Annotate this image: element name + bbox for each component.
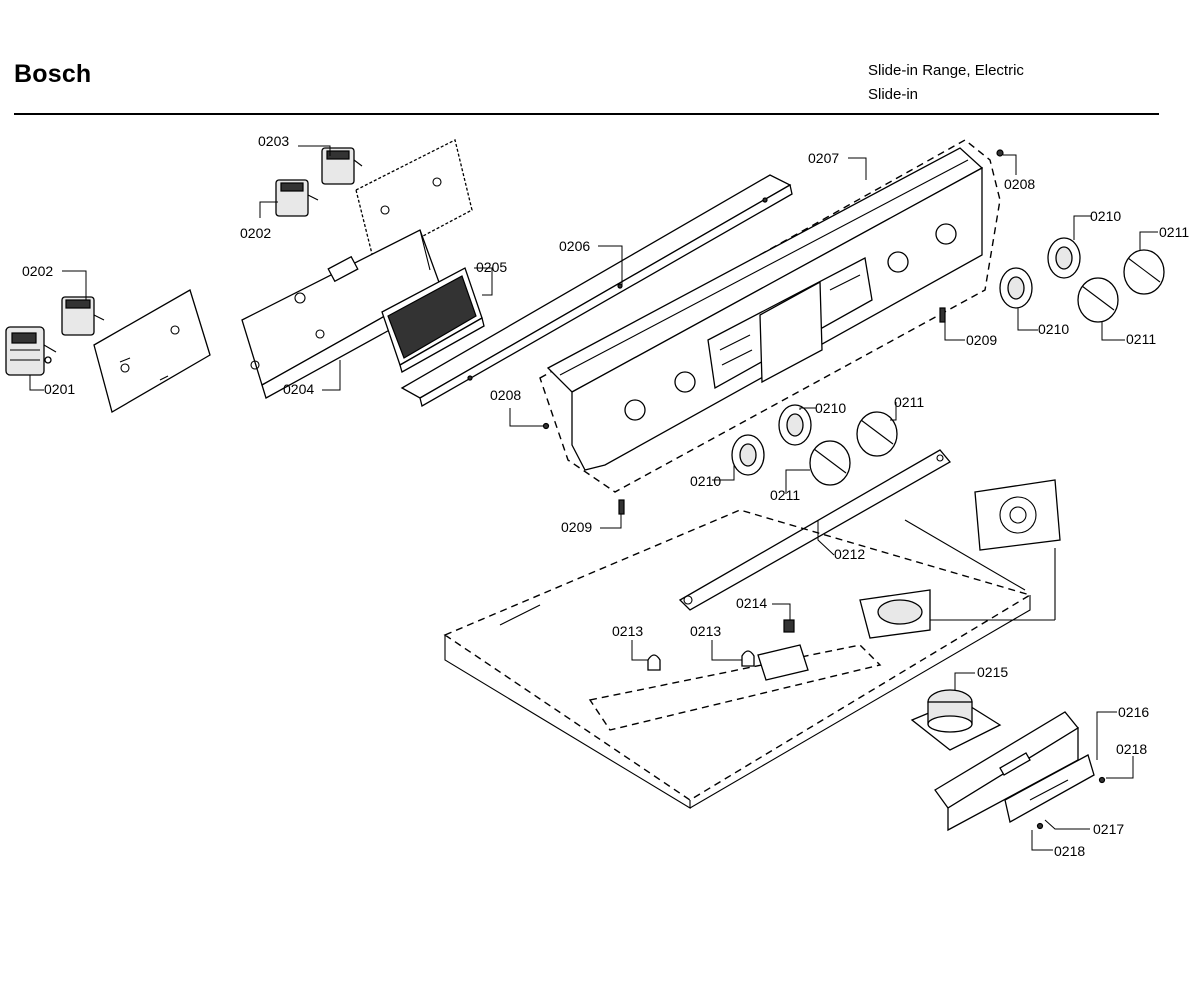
- bracket-plate-upper: [355, 139, 473, 263]
- product-type: Slide-in Range, Electric: [868, 62, 1024, 79]
- part-0211-knob-center-lower[interactable]: [809, 440, 851, 486]
- callout-0211-center-upper[interactable]: 0211: [894, 394, 924, 410]
- callout-0203[interactable]: 0203: [258, 133, 289, 149]
- callout-0208-right[interactable]: 0208: [1004, 176, 1035, 192]
- callout-0211-right-upper[interactable]: 0211: [1159, 224, 1189, 240]
- part-0206-trim-strip[interactable]: [400, 174, 793, 407]
- part-0202-switch-left[interactable]: [61, 296, 105, 336]
- callout-0218-right[interactable]: 0218: [1116, 741, 1147, 757]
- brand-title: Bosch: [14, 60, 92, 88]
- part-0218-screw-left[interactable]: [1036, 822, 1044, 830]
- part-0210-bezel-right-upper[interactable]: [1047, 237, 1081, 279]
- rear-vent-bracket: [930, 479, 1061, 621]
- callout-0202-upper[interactable]: 0202: [240, 225, 271, 241]
- callout-0218-left[interactable]: 0218: [1054, 843, 1085, 859]
- callout-0205[interactable]: 0205: [476, 259, 507, 275]
- callout-0210-right-lower[interactable]: 0210: [1038, 321, 1069, 337]
- part-0207-control-panel[interactable]: [546, 147, 984, 471]
- callout-0213-left[interactable]: 0213: [612, 623, 643, 639]
- part-0211-knob-center-upper[interactable]: [856, 411, 898, 457]
- product-subtype: Slide-in: [868, 86, 919, 103]
- part-0210-bezel-center-lower[interactable]: [731, 434, 765, 476]
- callout-0216[interactable]: 0216: [1118, 704, 1149, 720]
- part-0218-screw-right[interactable]: [1098, 776, 1106, 784]
- part-0210-bezel-right-lower[interactable]: [999, 267, 1033, 309]
- part-0208-screw-left[interactable]: [542, 422, 550, 430]
- part-0211-knob-right-upper[interactable]: [1123, 249, 1165, 295]
- part-0213-clip-right[interactable]: [741, 650, 755, 667]
- callout-0202-left[interactable]: 0202: [22, 263, 53, 279]
- callout-0215[interactable]: 0215: [977, 664, 1008, 680]
- chassis-base: [443, 509, 1032, 809]
- callout-0209-right[interactable]: 0209: [966, 332, 997, 348]
- callout-0201[interactable]: 0201: [44, 381, 75, 397]
- callout-0204[interactable]: 0204: [283, 381, 314, 397]
- part-0217-trim-plate[interactable]: [1004, 754, 1095, 823]
- callout-0211-right-lower[interactable]: 0211: [1126, 331, 1156, 347]
- part-0213-clip-left[interactable]: [647, 654, 661, 671]
- part-0201-switch[interactable]: [5, 326, 57, 376]
- part-0215-motor[interactable]: [910, 689, 1002, 751]
- part-0212-bracket-bar[interactable]: [678, 449, 951, 611]
- callout-0212[interactable]: 0212: [834, 546, 865, 562]
- callout-0206[interactable]: 0206: [559, 238, 590, 254]
- part-0202-switch-upper[interactable]: [275, 179, 319, 217]
- header-rule: [14, 113, 1159, 115]
- leader-lines: [29, 145, 1158, 851]
- callout-0210-center-upper[interactable]: 0210: [815, 400, 846, 416]
- part-0208-screw-top[interactable]: [996, 149, 1004, 157]
- callout-0210-center-lower[interactable]: 0210: [690, 473, 721, 489]
- bracket-plate-left: [93, 289, 211, 413]
- part-0205-display-module[interactable]: [381, 267, 485, 373]
- part-0211-knob-right-lower[interactable]: [1077, 277, 1119, 323]
- callout-labels: 0203 0202 0202 0201 0204 0205 0206 0207 …: [22, 133, 1189, 859]
- callout-0213-right[interactable]: 0213: [690, 623, 721, 639]
- callout-0217[interactable]: 0217: [1093, 821, 1124, 837]
- callout-0208-left[interactable]: 0208: [490, 387, 521, 403]
- callout-0209-bottom[interactable]: 0209: [561, 519, 592, 535]
- part-0209-screw-right[interactable]: [939, 307, 946, 323]
- callout-0211-center-lower[interactable]: 0211: [770, 487, 800, 503]
- callout-0210-right-upper[interactable]: 0210: [1090, 208, 1121, 224]
- part-0214-bracket[interactable]: [757, 619, 809, 681]
- part-0210-bezel-center-upper[interactable]: [778, 404, 812, 446]
- control-panel-outline: [539, 139, 1001, 493]
- part-0203-switch[interactable]: [321, 147, 363, 185]
- part-0209-screw-bottom[interactable]: [618, 499, 625, 515]
- callout-0214[interactable]: 0214: [736, 595, 767, 611]
- callout-0207[interactable]: 0207: [808, 150, 839, 166]
